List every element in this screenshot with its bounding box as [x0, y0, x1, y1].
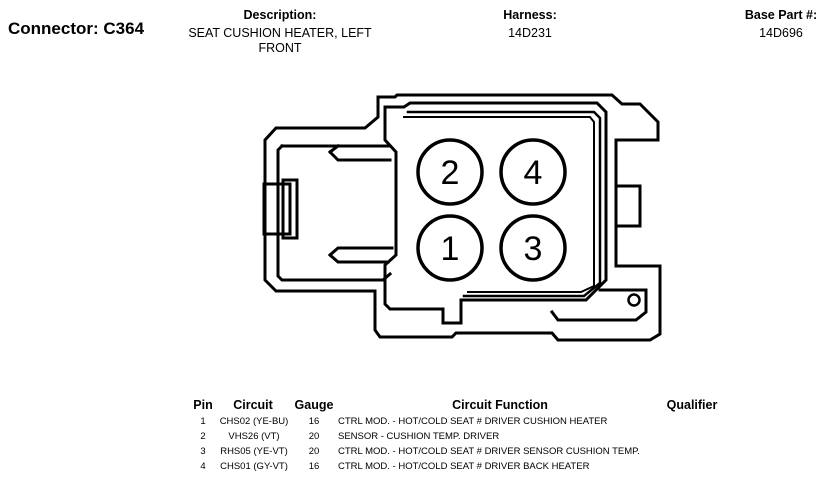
- connector-side-tab: [614, 184, 642, 228]
- column-header-circuit-function: Circuit Function: [452, 398, 548, 412]
- row-gauge: 20: [308, 431, 320, 442]
- row-circuit: CHS02 (YE-BU): [219, 416, 289, 427]
- description-label: Description:: [243, 8, 317, 22]
- pin-cavities: [416, 138, 567, 282]
- description-value: SEAT CUSHION HEATER, LEFT FRONT: [188, 26, 372, 55]
- row-circuit: VHS26 (VT): [228, 431, 280, 442]
- row-gauge: 20: [308, 446, 320, 457]
- column-header-gauge: Gauge: [294, 398, 334, 412]
- column-header-circuit: Circuit: [233, 398, 273, 412]
- row-circuit: CHS01 (GY-VT): [220, 461, 288, 472]
- pin-label-1: 1: [441, 230, 460, 268]
- connector-diagram: 2 4 1 3: [262, 93, 662, 342]
- connector-body-outline: [383, 101, 608, 325]
- row-circuit: RHS05 (YE-VT): [220, 446, 288, 457]
- latch-hole: [627, 293, 641, 307]
- pin-label-2: 2: [441, 154, 460, 192]
- row-pin: 3: [200, 446, 206, 457]
- harness-value: 14D231: [508, 26, 552, 40]
- connector-title: Connector: C364: [8, 19, 145, 38]
- upper-arrow: [327, 143, 392, 162]
- row-pin: 1: [200, 416, 206, 427]
- pin-cavity-4: [499, 138, 567, 206]
- connector-bottom-latch: [549, 288, 648, 322]
- row-function: CTRL MOD. - HOT/COLD SEAT # DRIVER BACK …: [338, 461, 590, 472]
- column-header-qualifier: Qualifier: [666, 398, 718, 412]
- lower-arrow: [327, 246, 394, 264]
- row-gauge: 16: [308, 416, 320, 427]
- pin-cavity-2: [416, 138, 484, 206]
- row-function: CTRL MOD. - HOT/COLD SEAT # DRIVER SENSO…: [338, 446, 640, 457]
- column-header-pin: Pin: [193, 398, 213, 412]
- row-function: CTRL MOD. - HOT/COLD SEAT # DRIVER CUSHI…: [338, 416, 608, 427]
- left-latch-inner: [281, 178, 299, 240]
- harness-label: Harness:: [503, 8, 557, 22]
- connector-body-inner: [406, 110, 602, 298]
- pin-cavity-1: [416, 214, 484, 282]
- base-part-label: Base Part #:: [744, 8, 818, 22]
- base-part-value: 14D696: [759, 26, 803, 40]
- row-pin: 4: [200, 461, 206, 472]
- left-frame: [276, 143, 393, 282]
- row-pin: 2: [200, 431, 206, 442]
- row-function: SENSOR - CUSHION TEMP. DRIVER: [338, 431, 500, 442]
- connector-body-inner-2: [403, 116, 595, 293]
- pin-label-4: 4: [524, 154, 543, 192]
- pin-cavity-3: [499, 214, 567, 282]
- row-gauge: 16: [308, 461, 320, 472]
- pin-label-3: 3: [524, 230, 543, 268]
